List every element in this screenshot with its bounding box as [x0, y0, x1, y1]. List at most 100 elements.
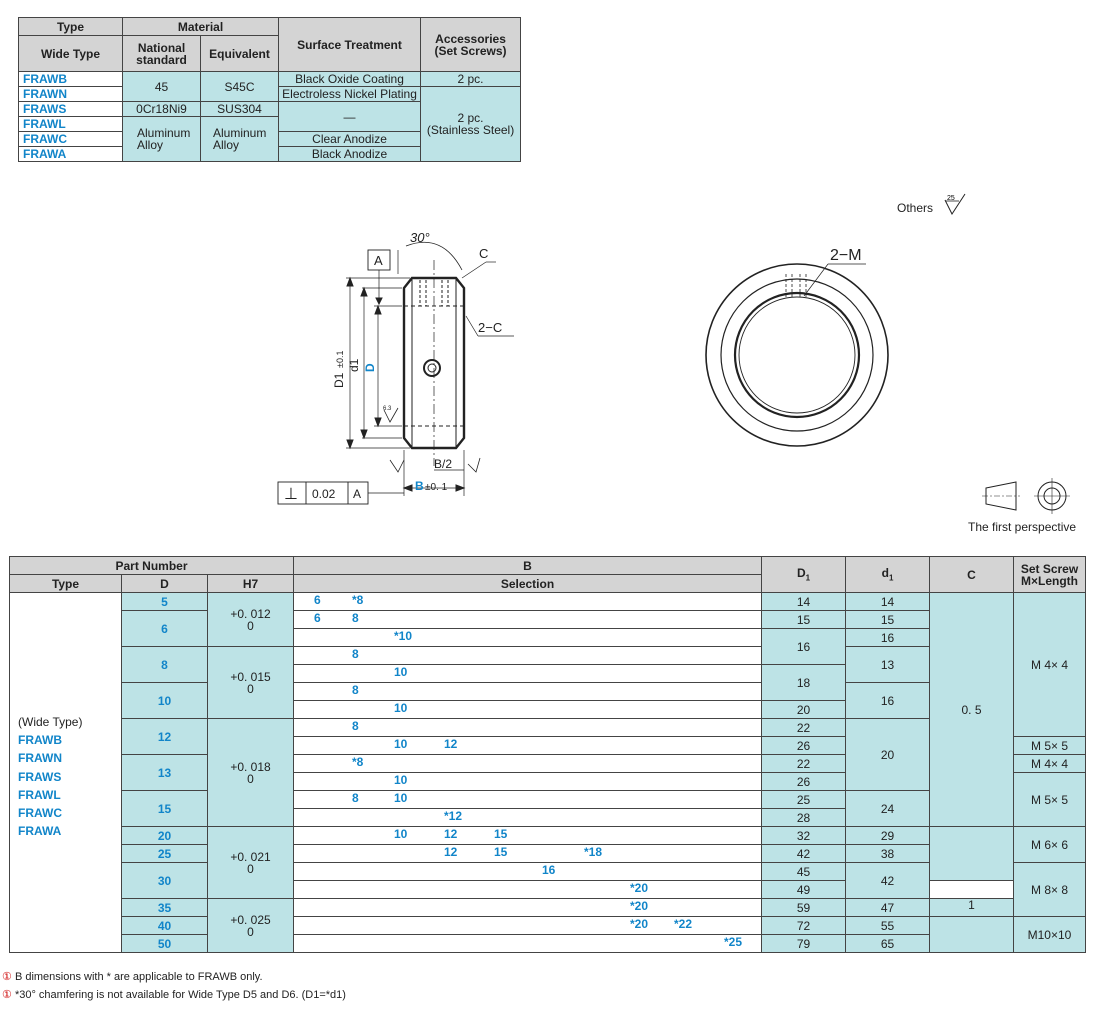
accessories-frawb: 2 pc. — [420, 71, 522, 87]
type-frawl: FRAWL — [18, 116, 123, 132]
selection-value: 6 — [314, 593, 321, 607]
equivalent-aluminum: Aluminum Alloy — [199, 116, 280, 162]
type-frawa: FRAWA — [18, 824, 62, 839]
set-screw-value: M 5× 5 — [1013, 772, 1086, 827]
selection-value: 10 — [394, 791, 408, 805]
roughness-25-text: 25 — [947, 195, 955, 202]
d1-value: 47 — [845, 898, 930, 917]
d-10: 10 — [121, 682, 208, 719]
selection-row: 8 — [293, 646, 762, 665]
accessories-stainless: 2 pc. (Stainless Steel) — [420, 86, 522, 162]
selection-row: 10 — [293, 700, 762, 719]
d1-value: 55 — [845, 916, 930, 935]
h7-lower: 0 — [247, 861, 254, 876]
angle-label: 30° — [410, 230, 430, 245]
d1-small-sub: 1 — [888, 573, 894, 583]
D1-value: 26 — [761, 772, 846, 791]
header-part-number: Part Number — [9, 556, 294, 575]
header-c: C — [929, 556, 1014, 593]
d1-cap-sub: 1 — [805, 573, 811, 583]
selection-value: *10 — [394, 629, 413, 643]
type-frawb: FRAWB — [18, 733, 62, 748]
set-screw-text: Set Screw — [1020, 561, 1079, 576]
b-label: B — [415, 479, 424, 493]
D1-value: 42 — [761, 844, 846, 863]
d1-value: 16 — [845, 628, 930, 647]
selection-value: 8 — [352, 611, 359, 625]
header-surface: Surface Treatment — [278, 17, 422, 72]
selection-row: *20 — [293, 898, 762, 917]
c-value-1 — [929, 826, 1014, 881]
selection-value: 8 — [352, 683, 359, 697]
note-mark-icon: ① — [2, 971, 12, 983]
tolerance-ref: A — [353, 487, 361, 501]
surface-black-oxide: Black Oxide Coating — [278, 71, 422, 87]
header-d1-cap: D1 — [761, 556, 846, 593]
D1-value: 32 — [761, 826, 846, 845]
note-1-text: B dimensions with * are applicable to FR… — [14, 971, 263, 983]
selection-value: *18 — [584, 845, 603, 859]
selection-value: 8 — [352, 719, 359, 733]
chamfer-2c-label: 2−C — [478, 320, 502, 335]
wide-type-label: (Wide Type) — [18, 715, 83, 729]
roughness-63-a: 6.3 — [383, 406, 392, 412]
selection-value: 10 — [394, 665, 408, 679]
header-accessories: Accessories (Set Screws) — [420, 17, 522, 72]
selection-value: 12 — [444, 827, 458, 841]
d-8: 8 — [121, 646, 208, 683]
note-mark-icon: ① — [2, 989, 12, 1001]
note-1: ① B dimensions with * are applicable to … — [2, 970, 263, 983]
h7-upper: +0. 015 — [230, 669, 271, 684]
D1-value: 22 — [761, 754, 846, 773]
D1-value: 18 — [761, 664, 846, 701]
selection-row: 8 — [293, 718, 762, 737]
d1-value: 13 — [845, 646, 930, 683]
type-frawn: FRAWN — [18, 86, 123, 102]
selection-value: 6 — [314, 611, 321, 625]
type-fraws: FRAWS — [18, 769, 62, 784]
d-13: 13 — [121, 754, 208, 791]
accessories-material: (Stainless Steel) — [426, 123, 515, 137]
set-screw-value: M 5× 5 — [1013, 736, 1086, 755]
surface-black-anodize: Black Anodize — [278, 146, 422, 162]
front-view-drawing: 2−M — [705, 247, 889, 447]
type-frawc: FRAWC — [18, 806, 62, 821]
header-b: B — [293, 556, 762, 575]
c-value-blank — [929, 916, 1014, 953]
others-label: Others — [897, 201, 934, 215]
datum-a-label: A — [374, 253, 383, 268]
selection-value: 12 — [444, 845, 458, 859]
d-40: 40 — [121, 916, 208, 935]
2m-label: 2−M — [830, 247, 862, 264]
b-half-label: B/2 — [434, 457, 452, 471]
roughness-symbol-icon: 25 — [944, 193, 966, 216]
accessories-label: Accessories — [435, 31, 506, 46]
d1-value: 15 — [845, 610, 930, 629]
D1-value: 16 — [761, 628, 846, 665]
c-value: 1 — [929, 898, 1014, 917]
first-angle-projection-icon — [982, 478, 1070, 514]
selection-value: 8 — [352, 791, 359, 805]
type-frawn: FRAWN — [18, 751, 62, 766]
selection-row: 6*8 — [293, 592, 762, 611]
selection-value: *25 — [724, 935, 743, 949]
selection-value: 16 — [542, 863, 556, 877]
d-30: 30 — [121, 862, 208, 899]
selection-value: *8 — [352, 755, 364, 769]
national-stainless: 0Cr18Ni9 — [122, 101, 201, 117]
selection-row: 10 — [293, 772, 762, 791]
d-35: 35 — [121, 898, 208, 917]
d1-cap-tol: ±0.1 — [335, 351, 345, 368]
accessories-sublabel: (Set Screws) — [434, 43, 507, 58]
header-selection: Selection — [293, 574, 762, 593]
D1-value: 49 — [761, 880, 846, 899]
tolerance-value: 0.02 — [312, 487, 336, 501]
d-5: 5 — [121, 592, 208, 611]
D1-value: 72 — [761, 916, 846, 935]
selection-value: 15 — [494, 827, 508, 841]
